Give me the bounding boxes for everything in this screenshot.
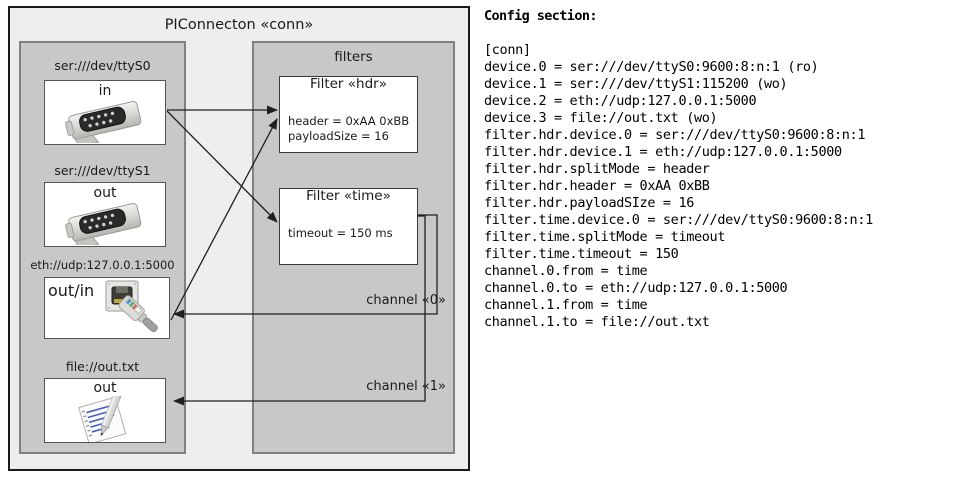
filters-panel-title: filters <box>334 49 373 65</box>
channel-label-1: channel «1» <box>366 379 446 394</box>
config-heading: Config section: <box>484 8 598 24</box>
filter-title-time: Filter «time» <box>306 188 391 204</box>
filter-attr-payloadsize: payloadSize = 16 <box>288 129 389 143</box>
channel-label-0: channel «0» <box>366 293 446 308</box>
device-label-eth: eth://udp:127.0.0.1:5000 <box>30 258 175 272</box>
config-text: [conn] device.0 = ser:///dev/ttyS0:9600:… <box>484 42 873 330</box>
diagram-title: PIConnecton «conn» <box>164 17 314 33</box>
filter-title-hdr: Filter «hdr» <box>310 76 387 92</box>
filter-attr-header: header = 0xAA 0xBB <box>288 114 410 128</box>
device-label-ttys0: ser:///dev/ttyS0 <box>54 58 151 73</box>
text-file-icon <box>77 393 139 446</box>
serial-port-icon <box>60 201 152 250</box>
device-direction-file: out <box>93 380 117 396</box>
device-direction-ttys0: in <box>98 83 112 99</box>
device-label-ttys1: ser:///dev/ttyS1 <box>54 163 151 178</box>
serial-port-icon <box>60 99 152 148</box>
filter-box-hdr[interactable] <box>279 76 418 153</box>
config-section: Config section: [conn] device.0 = ser://… <box>478 0 964 484</box>
device-direction-eth: out/in <box>48 281 95 300</box>
ethernet-jack-icon <box>104 280 166 342</box>
device-label-file: file://out.txt <box>65 359 140 374</box>
filter-attr-timeout: timeout = 150 ms <box>288 226 393 240</box>
device-direction-ttys1: out <box>93 185 117 201</box>
architecture-diagram: PIConnecton «conn» ser:///dev/ttyS0 in <box>0 0 478 484</box>
